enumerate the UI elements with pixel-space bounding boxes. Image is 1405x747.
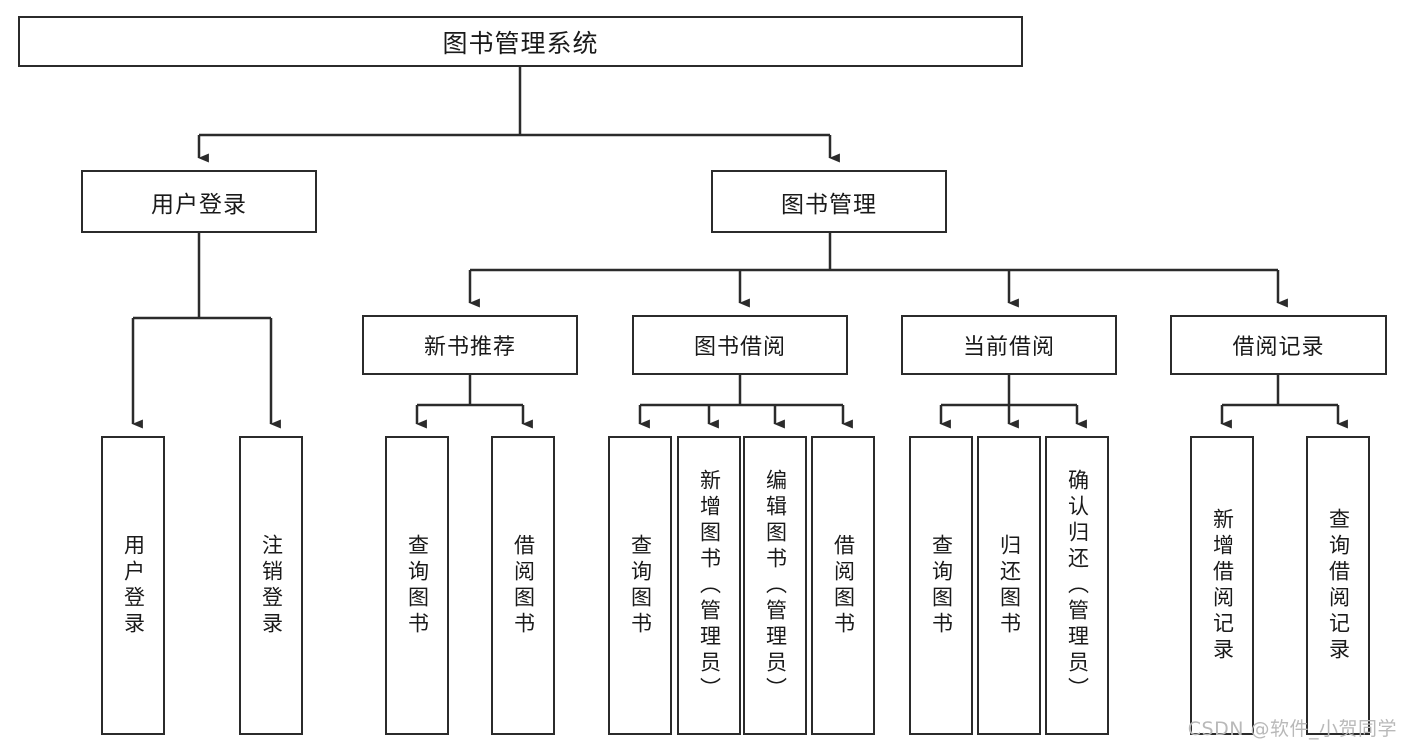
leaf-recommend-query-book[interactable]: 查询图书 bbox=[385, 436, 449, 735]
node-current-borrow[interactable]: 当前借阅 bbox=[901, 315, 1117, 375]
node-user-login[interactable]: 用户登录 bbox=[81, 170, 317, 233]
node-label: 查询图书 bbox=[405, 533, 430, 638]
leaf-current-return-book[interactable]: 归还图书 bbox=[977, 436, 1041, 735]
leaf-borrow-edit-book-admin[interactable]: 编辑图书（管理员） bbox=[743, 436, 807, 735]
node-label: 借阅图书 bbox=[831, 533, 856, 638]
leaf-recommend-borrow-book[interactable]: 借阅图书 bbox=[491, 436, 555, 735]
leaf-borrow-add-book-admin[interactable]: 新增图书（管理员） bbox=[677, 436, 741, 735]
leaf-user-login[interactable]: 用户登录 bbox=[101, 436, 165, 735]
node-label: 借阅记录 bbox=[1232, 335, 1325, 360]
node-label: 注销登录 bbox=[259, 533, 284, 638]
leaf-user-logout[interactable]: 注销登录 bbox=[239, 436, 303, 735]
node-borrow-record[interactable]: 借阅记录 bbox=[1170, 315, 1387, 375]
node-label: 用户登录 bbox=[151, 191, 247, 218]
node-label: 编辑图书（管理员） bbox=[763, 468, 788, 703]
leaf-borrow-borrow-book[interactable]: 借阅图书 bbox=[811, 436, 875, 735]
leaf-current-confirm-return-admin[interactable]: 确认归还（管理员） bbox=[1045, 436, 1109, 735]
node-label: 归还图书 bbox=[997, 533, 1022, 638]
node-book-management[interactable]: 图书管理 bbox=[711, 170, 947, 233]
node-label: 查询借阅记录 bbox=[1326, 507, 1351, 664]
node-label: 新书推荐 bbox=[423, 335, 516, 360]
node-label: 查询图书 bbox=[929, 533, 954, 638]
node-label: 新增借阅记录 bbox=[1210, 507, 1235, 664]
node-label: 确认归还（管理员） bbox=[1065, 468, 1090, 703]
node-root-system[interactable]: 图书管理系统 bbox=[18, 16, 1023, 67]
leaf-borrow-query-book[interactable]: 查询图书 bbox=[608, 436, 672, 735]
node-new-book-recommend[interactable]: 新书推荐 bbox=[362, 315, 578, 375]
leaf-current-query-book[interactable]: 查询图书 bbox=[909, 436, 973, 735]
node-label: 用户登录 bbox=[121, 533, 146, 638]
node-label: 借阅图书 bbox=[511, 533, 536, 638]
node-label: 查询图书 bbox=[628, 533, 653, 638]
node-book-borrow[interactable]: 图书借阅 bbox=[632, 315, 848, 375]
node-label: 当前借阅 bbox=[962, 335, 1055, 360]
node-label: 图书管理系统 bbox=[442, 28, 599, 58]
node-label: 图书管理 bbox=[781, 191, 877, 218]
node-label: 图书借阅 bbox=[693, 335, 786, 360]
leaf-record-add-borrow-record[interactable]: 新增借阅记录 bbox=[1190, 436, 1254, 735]
leaf-record-query-borrow-record[interactable]: 查询借阅记录 bbox=[1306, 436, 1370, 735]
node-label: 新增图书（管理员） bbox=[697, 468, 722, 703]
